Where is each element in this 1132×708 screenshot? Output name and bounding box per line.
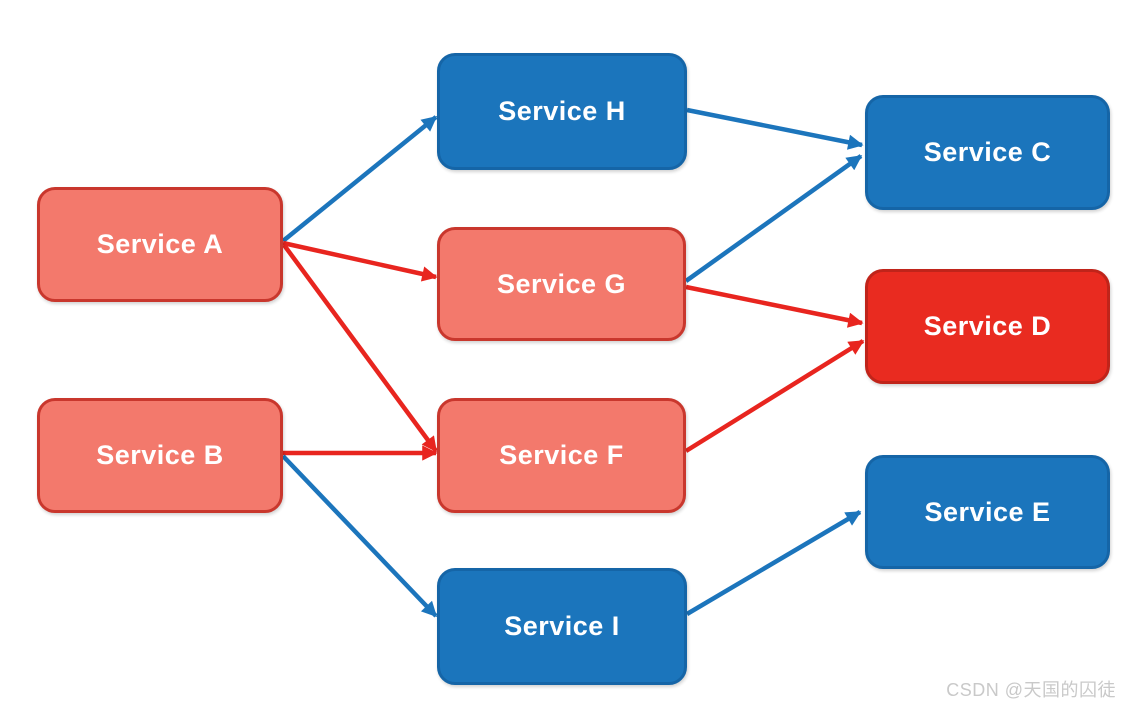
node-service-g: Service G: [437, 227, 686, 341]
edge-f-to-d: [684, 339, 865, 453]
node-service-e: Service E: [865, 455, 1110, 569]
node-label: Service H: [498, 96, 626, 126]
node-label: Service D: [923, 311, 1052, 341]
node-service-i: Service I: [437, 568, 687, 685]
node-service-f: Service F: [437, 398, 686, 513]
node-service-b: Service B: [37, 398, 283, 513]
node-label: Service F: [499, 440, 624, 470]
node-label: Service B: [96, 440, 224, 470]
node-service-c: Service C: [865, 95, 1110, 210]
node-label: Service A: [96, 229, 224, 259]
edge-a-to-f: [282, 243, 438, 453]
edge-b-to-i: [281, 454, 438, 618]
edge-a-to-h: [281, 115, 438, 243]
edge-a-to-g: [282, 240, 438, 282]
edge-i-to-e: [685, 510, 862, 616]
node-service-d: Service D: [865, 269, 1110, 384]
node-label: Service G: [496, 268, 627, 299]
node-service-h: Service H: [437, 53, 687, 170]
edge-h-to-c: [686, 107, 864, 150]
watermark: CSDN @天国的囚徒: [946, 680, 1116, 700]
node-label: Service C: [923, 137, 1052, 167]
edge-g-to-c: [684, 154, 863, 283]
edge-g-to-d: [685, 284, 864, 328]
node-label: Service E: [924, 496, 1051, 527]
node-service-a: Service A: [37, 187, 283, 302]
node-label: Service I: [504, 611, 620, 641]
